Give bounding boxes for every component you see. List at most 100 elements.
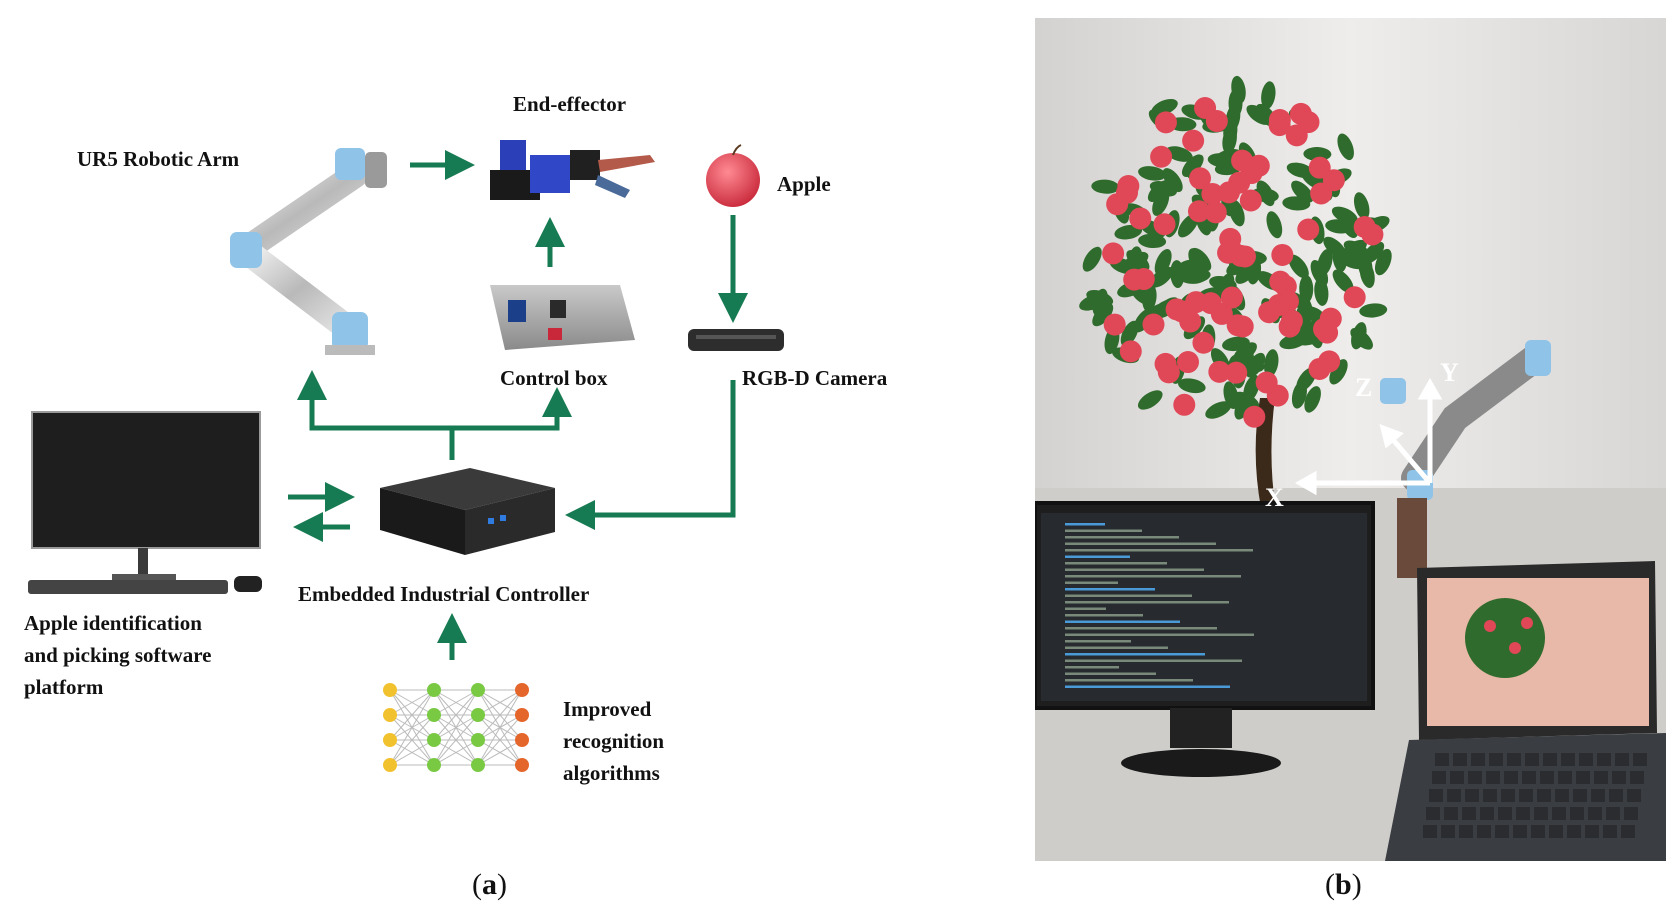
tree-apple xyxy=(1150,145,1173,168)
tree-apple xyxy=(1173,393,1196,416)
tree-apple xyxy=(1154,111,1177,134)
tree-apple xyxy=(1123,268,1146,291)
arrow-camera-to-controller xyxy=(565,380,736,530)
tree-apple xyxy=(1297,111,1320,134)
software-platform-label-line2: and picking software xyxy=(24,643,212,667)
tree-apple xyxy=(1210,302,1233,325)
nn-node xyxy=(515,683,529,697)
caption-a-letter: a xyxy=(482,868,497,901)
tree-trunk xyxy=(1255,398,1277,518)
nn-node xyxy=(383,733,397,747)
tree-apple xyxy=(1192,331,1215,354)
nn-node xyxy=(471,733,485,747)
tree-apple xyxy=(1116,181,1139,204)
tree-apple xyxy=(1255,371,1278,394)
caption-a: (a) xyxy=(472,868,507,902)
control-box-icon xyxy=(490,285,635,350)
tree-apple xyxy=(1268,109,1291,132)
nn-node xyxy=(383,758,397,772)
tree-apple xyxy=(1102,242,1125,265)
nn-node xyxy=(471,758,485,772)
caption-b-close: ) xyxy=(1351,868,1362,901)
tree-apple xyxy=(1189,167,1212,190)
tree-apple xyxy=(1243,405,1266,428)
software-platform-monitor-icon xyxy=(28,411,262,594)
photo-scene xyxy=(1035,18,1666,861)
axis-x-label: X xyxy=(1265,483,1284,512)
coordinate-axes xyxy=(1294,377,1443,496)
caption-a-open: ( xyxy=(472,868,482,901)
caption-b-letter: b xyxy=(1335,868,1352,901)
nn-node xyxy=(427,683,441,697)
tree-apple xyxy=(1201,182,1224,205)
apple-label: Apple xyxy=(777,172,831,196)
tree-apple xyxy=(1217,241,1240,264)
nn-node xyxy=(427,708,441,722)
tree-apple xyxy=(1177,351,1200,374)
photo-laptop xyxy=(1385,561,1666,861)
nn-node xyxy=(515,733,529,747)
connection-arrows xyxy=(288,150,748,660)
nn-node xyxy=(471,708,485,722)
tree-apple xyxy=(1322,169,1345,192)
tree-apple xyxy=(1343,286,1366,309)
tree-apple xyxy=(1154,352,1177,375)
neural-network-icon xyxy=(383,683,529,772)
nn-node xyxy=(515,708,529,722)
apple-tree-foliage xyxy=(1079,75,1392,428)
tree-apple xyxy=(1142,313,1165,336)
controller-label: Embedded Industrial Controller xyxy=(298,582,590,606)
tree-apple xyxy=(1271,243,1294,266)
tree-apple xyxy=(1165,298,1188,321)
nn-node xyxy=(383,683,397,697)
tree-apple xyxy=(1187,200,1210,223)
axis-z-label: Z xyxy=(1355,373,1373,402)
tree-apple xyxy=(1269,270,1292,293)
tree-apple xyxy=(1182,129,1205,152)
nn-node xyxy=(515,758,529,772)
tree-apple xyxy=(1280,309,1303,332)
tree-apple xyxy=(1225,361,1248,384)
caption-b-open: ( xyxy=(1325,868,1335,901)
software-platform-label-line3: platform xyxy=(24,675,104,699)
tree-apple xyxy=(1153,213,1176,236)
camera-label: RGB-D Camera xyxy=(742,366,888,390)
axis-y-label: Y xyxy=(1440,358,1459,387)
algorithms-label-line1: Improved xyxy=(563,697,652,721)
end-effector-icon xyxy=(490,140,655,200)
tree-apple xyxy=(1226,314,1249,337)
system-diagram xyxy=(28,140,784,772)
industrial-controller-icon xyxy=(380,468,555,555)
tree-apple xyxy=(1308,357,1331,380)
experiment-setup-photo: Z Y X xyxy=(1035,18,1666,861)
tree-apple xyxy=(1308,156,1331,179)
nn-node xyxy=(383,708,397,722)
control-box-label: Control box xyxy=(500,366,608,390)
tree-apple xyxy=(1217,181,1240,204)
caption-a-close: ) xyxy=(497,868,507,901)
tree-apple xyxy=(1267,294,1290,317)
end-effector-label: End-effector xyxy=(513,92,627,116)
robotic-arm-label: UR5 Robotic Arm xyxy=(77,147,240,171)
tree-apple xyxy=(1220,286,1243,309)
algorithms-label-line3: algorithms xyxy=(563,761,660,785)
tree-apple xyxy=(1297,218,1320,241)
nn-node xyxy=(471,683,485,697)
tree-apple xyxy=(1208,360,1231,383)
robotic-arm-icon xyxy=(230,148,387,355)
tree-apple xyxy=(1231,149,1254,172)
software-platform-label: Apple identification and picking softwar… xyxy=(24,607,211,703)
tree-apple xyxy=(1361,223,1384,246)
photo-monitor xyxy=(1035,501,1375,777)
tree-apple xyxy=(1205,110,1228,133)
tree-apple xyxy=(1316,321,1339,344)
algorithms-label: Improved recognition algorithms xyxy=(563,693,664,789)
apple-icon xyxy=(706,144,760,207)
tree-apple xyxy=(1204,201,1227,224)
algorithms-label-line2: recognition xyxy=(563,729,665,753)
tree-apple xyxy=(1239,189,1262,212)
arrow-controller-to-arm-and-box xyxy=(297,370,455,460)
software-platform-label-line1: Apple identification xyxy=(24,611,202,635)
caption-b: (b) xyxy=(1325,868,1362,902)
tree-apple xyxy=(1103,313,1126,336)
